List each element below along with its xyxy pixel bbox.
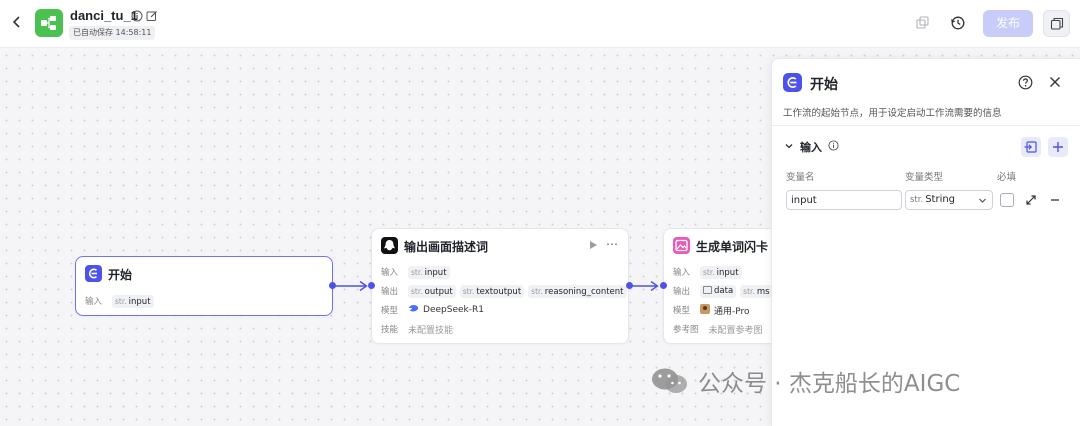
workflow-title: danci_tu_1	[70, 8, 138, 23]
type-value: String	[925, 194, 956, 205]
add-variable-button[interactable]	[1048, 137, 1068, 157]
app-logo-icon	[35, 9, 63, 37]
chevron-down-icon	[979, 198, 986, 203]
type-prefix: str.	[910, 195, 924, 205]
info-icon[interactable]	[828, 140, 839, 154]
wechat-logo-icon	[652, 368, 687, 393]
history-icon[interactable]	[949, 14, 967, 32]
output-chip: data	[700, 284, 737, 298]
start-node-title: 开始	[108, 268, 133, 282]
more-icon[interactable]: ⋯	[606, 237, 618, 251]
describe-output-row: 输出 str.output str.textoutput str.reasoni…	[381, 284, 627, 298]
output-chip: str.output	[408, 284, 456, 298]
layout-toggle-button[interactable]	[1043, 10, 1070, 37]
reference-label: 参考图	[673, 325, 699, 335]
col-variable-type: 变量类型	[905, 172, 944, 183]
skill-value: 未配置技能	[408, 325, 454, 336]
panel-layout-icon	[1050, 17, 1064, 30]
edit-icon[interactable]	[146, 10, 158, 22]
card-node-input-port[interactable]	[660, 282, 667, 289]
watermark-text: 公众号 · 杰克船长的AIGC	[698, 371, 961, 397]
output-chip: str.ms	[740, 284, 773, 298]
input-chip: str.input	[112, 294, 154, 308]
llm-node-icon	[381, 237, 398, 254]
input-chip: str.input	[408, 265, 450, 279]
copy-icon[interactable]	[913, 14, 931, 32]
describe-input-row: 输入 str.input	[381, 265, 450, 279]
back-arrow-icon[interactable]	[10, 14, 26, 32]
card-model-row: 模型 通用-Pro	[673, 303, 750, 317]
image-gen-node-icon	[673, 237, 690, 254]
card-node-title: 生成单词闪卡	[696, 240, 769, 254]
describe-node-title: 输出画面描述词	[404, 240, 489, 254]
model-label: 模型	[673, 306, 691, 316]
input-label: 输入	[673, 268, 691, 278]
panel-title: 开始	[810, 77, 838, 93]
image-type-icon	[703, 285, 713, 294]
describe-node-output-port[interactable]	[626, 282, 633, 289]
start-node-input-row: 输入 str.input	[85, 294, 154, 308]
section-title: 输入	[800, 141, 822, 154]
model-value: DeepSeek-R1	[423, 305, 484, 315]
help-icon[interactable]	[1018, 75, 1033, 90]
import-icon	[1024, 141, 1037, 153]
describe-node-input-port[interactable]	[368, 282, 375, 289]
expand-icon[interactable]	[1024, 193, 1038, 207]
node-settings-panel: 开始 工作流的起始节点，用于设定启动工作流需要的信息 输入 变量名 变量类型 必…	[771, 58, 1080, 426]
model-label: 模型	[381, 306, 399, 316]
remove-variable-icon[interactable]	[1048, 193, 1062, 207]
describe-model-row: 模型 DeepSeek-R1	[381, 303, 484, 317]
output-label: 输出	[381, 287, 399, 297]
start-node[interactable]: 开始 输入 str.input	[75, 256, 333, 316]
watermark: 公众号 · 杰克船长的AIGC	[650, 364, 960, 398]
deepseek-icon	[408, 304, 419, 316]
panel-divider	[772, 125, 1080, 126]
output-chip: str.reasoning_content	[528, 284, 627, 298]
input-chip: str.input	[700, 265, 742, 279]
reference-value: 未配置参考图	[708, 325, 763, 336]
model-value: 通用-Pro	[714, 306, 750, 317]
input-label: 输入	[85, 297, 103, 307]
autosave-status: 已自动保存 14:58:11	[69, 26, 156, 40]
model-avatar-icon	[700, 303, 711, 317]
close-icon[interactable]	[1048, 75, 1062, 89]
output-label: 输出	[673, 287, 691, 297]
card-output-row: 输出 data str.ms	[673, 284, 773, 298]
import-variable-button[interactable]	[1021, 137, 1041, 157]
run-icon[interactable]	[588, 240, 598, 250]
input-section-header[interactable]: 输入	[784, 139, 839, 155]
col-variable-name: 变量名	[786, 172, 815, 183]
variable-type-select[interactable]: str.String	[905, 190, 993, 210]
card-ref-row: 参考图 未配置参考图	[673, 322, 763, 336]
plus-icon	[1053, 142, 1063, 152]
info-icon[interactable]	[131, 10, 143, 22]
variable-name-input[interactable]	[786, 190, 902, 210]
skill-label: 技能	[381, 325, 399, 335]
publish-button[interactable]: 发布	[983, 10, 1033, 37]
top-bar: danci_tu_1 已自动保存 14:58:11 发布	[0, 0, 1080, 48]
input-label: 输入	[381, 268, 399, 278]
start-node-output-port[interactable]	[329, 282, 336, 289]
output-chip: str.textoutput	[459, 284, 525, 298]
required-checkbox[interactable]	[1000, 193, 1014, 207]
panel-description: 工作流的起始节点，用于设定启动工作流需要的信息	[783, 108, 1002, 119]
chevron-down-icon[interactable]	[784, 141, 794, 154]
card-input-row: 输入 str.input	[673, 265, 742, 279]
start-node-icon	[85, 265, 102, 282]
col-required: 必填	[997, 172, 1017, 183]
start-node-icon	[783, 73, 802, 92]
describe-node[interactable]: 输出画面描述词 ⋯ 输入 str.input 输出 str.output str…	[371, 228, 629, 344]
describe-skill-row: 技能 未配置技能	[381, 322, 453, 336]
